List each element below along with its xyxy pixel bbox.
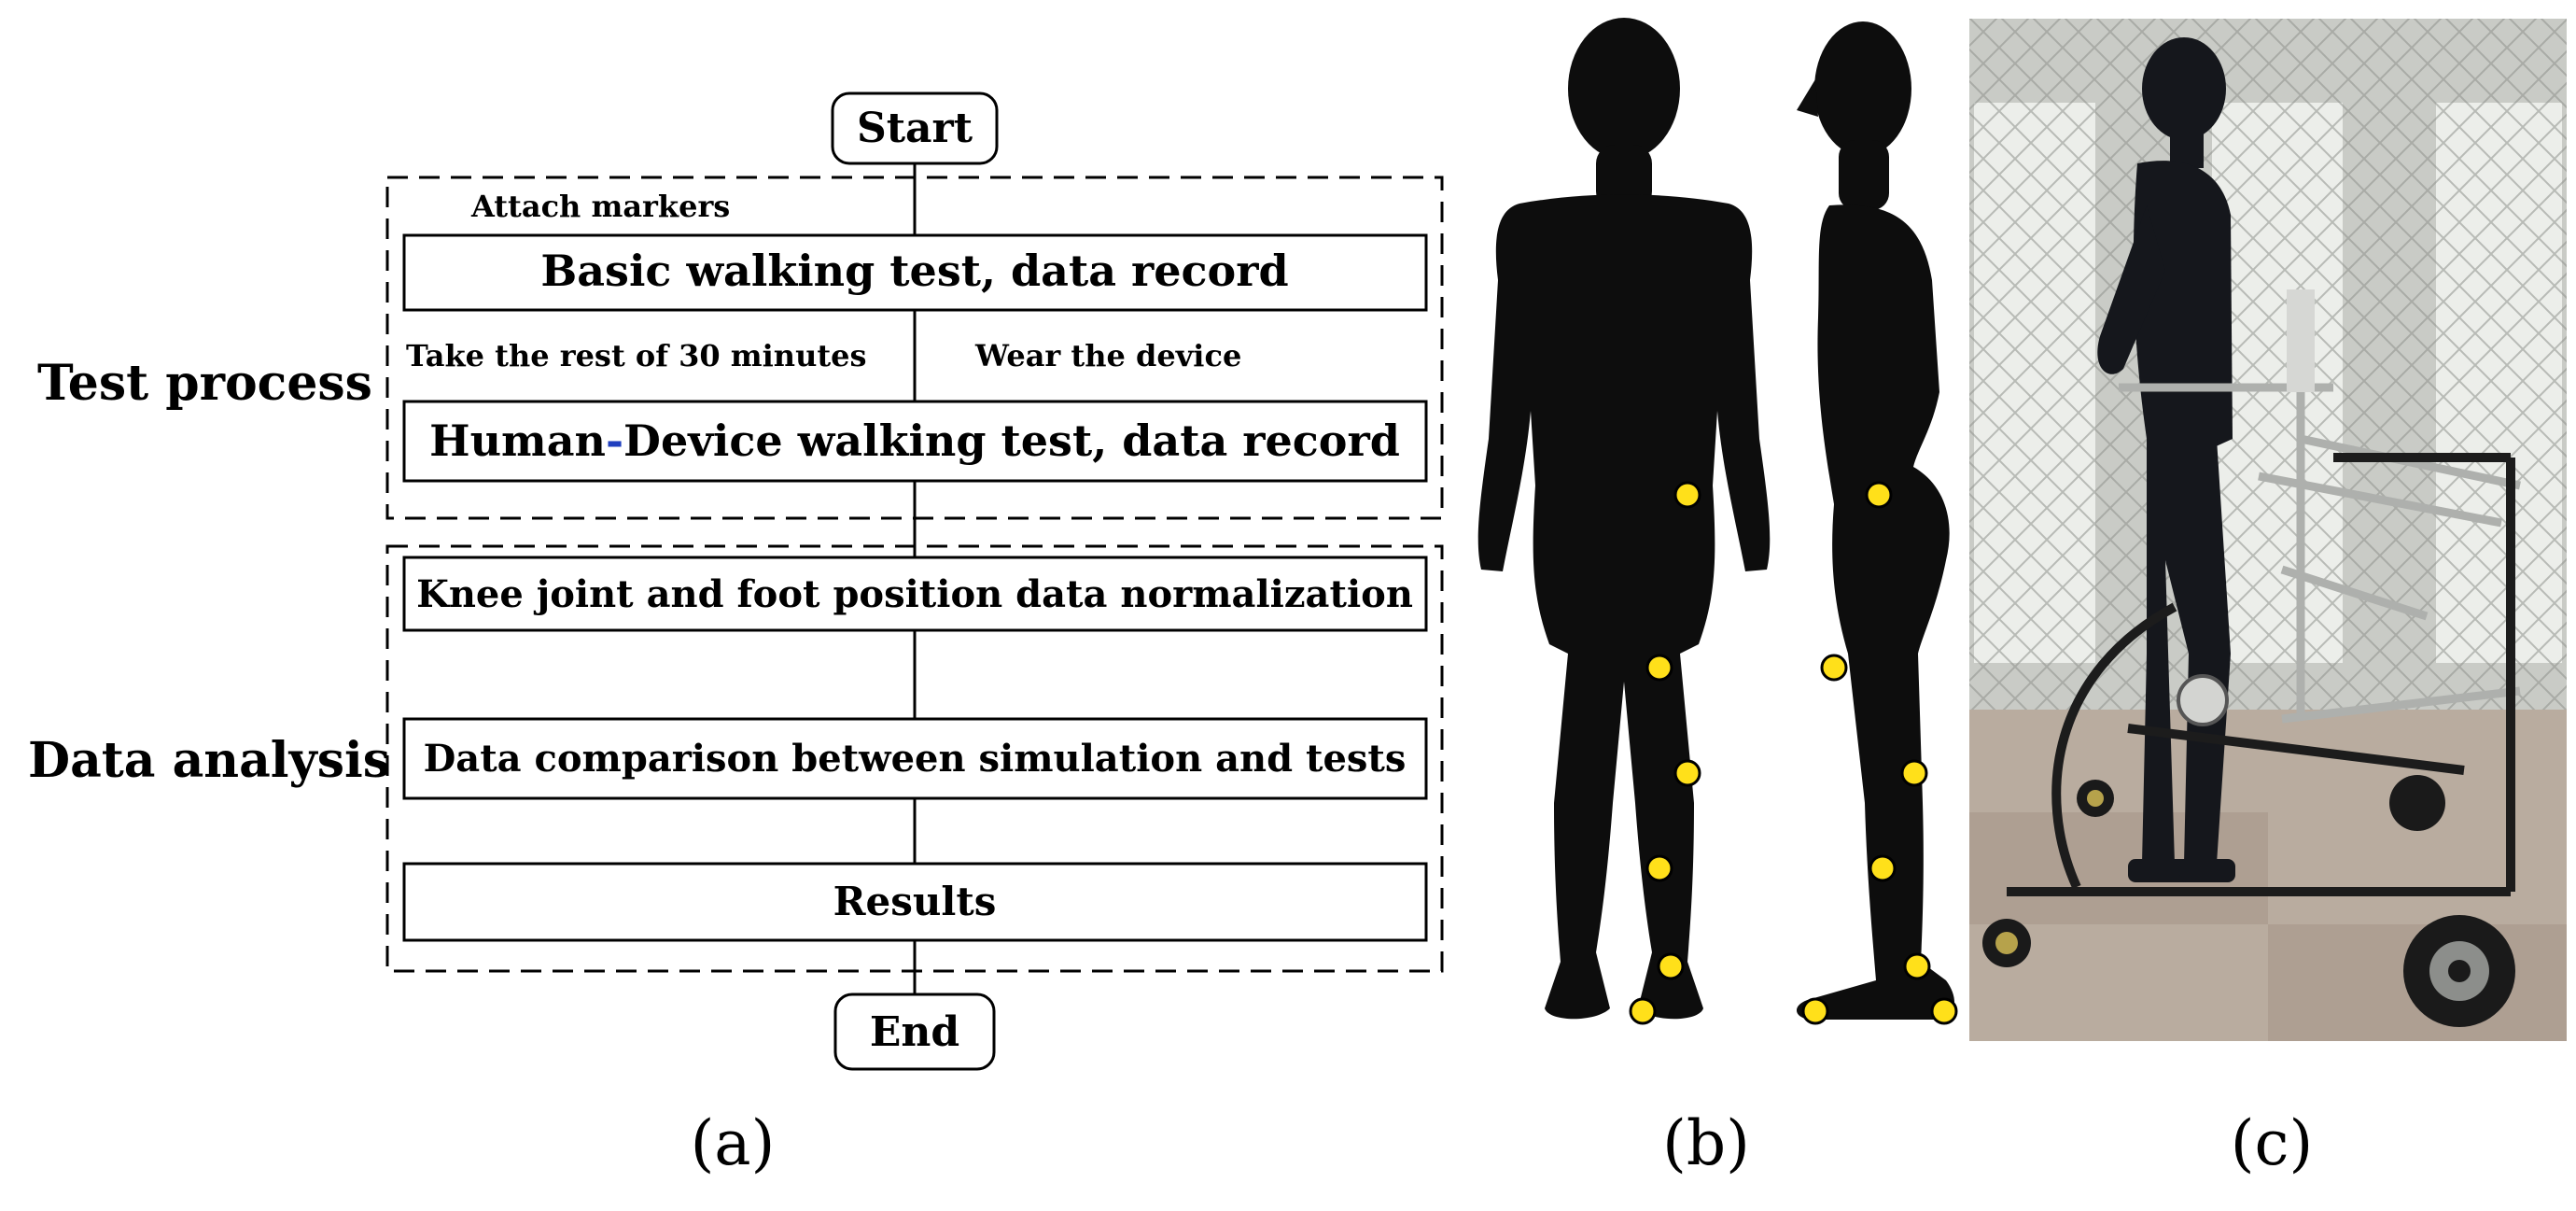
marker [1657, 952, 1685, 980]
caption-a: (a) [691, 1107, 776, 1179]
comparison-label: Data comparison between simulation and t… [424, 737, 1407, 781]
data-analysis-group [385, 544, 1444, 973]
human-device-label: Human-Device walking test, data record [429, 415, 1400, 466]
start-terminal [831, 92, 999, 165]
normalization-label: Knee joint and foot position data normal… [416, 572, 1413, 616]
marker [1869, 854, 1897, 882]
marker [1673, 759, 1701, 787]
side-silhouette [1797, 21, 1955, 1020]
flowchart: Start Attach markers Basic walking test,… [28, 92, 1444, 1071]
marker [1629, 997, 1657, 1025]
device-photo [1969, 19, 2567, 1041]
marker [1903, 952, 1931, 980]
attach-markers-note: Attach markers [470, 189, 730, 224]
human-device-step [402, 400, 1428, 483]
basic-walking-label: Basic walking test, data record [540, 246, 1288, 296]
test-process-label: Test process [37, 355, 372, 412]
marker [1645, 654, 1673, 682]
end-terminal [833, 993, 996, 1071]
joint-markers [1629, 481, 1958, 1025]
test-process-group [385, 176, 1444, 520]
marker [1801, 997, 1829, 1025]
marker [1820, 654, 1848, 682]
marker [1900, 759, 1928, 787]
normalization-step [402, 556, 1428, 632]
rest-note: Take the rest of 30 minutes [406, 338, 866, 373]
results-step [402, 862, 1428, 942]
wear-device-note: Wear the device [974, 338, 1241, 373]
start-label: Start [857, 105, 973, 152]
marker [1645, 854, 1673, 882]
basic-walking-step [402, 233, 1428, 312]
silhouettes-panel [1477, 18, 1958, 1025]
marker [1865, 481, 1893, 509]
caption-b: (b) [1662, 1107, 1750, 1179]
front-silhouette [1477, 18, 1771, 1020]
caption-c: (c) [2231, 1107, 2313, 1179]
end-label: End [870, 1008, 959, 1056]
marker [1673, 481, 1701, 509]
comparison-step [402, 717, 1428, 800]
results-label: Results [833, 879, 997, 924]
marker [1930, 997, 1958, 1025]
data-analysis-label: Data analysis [28, 732, 390, 789]
